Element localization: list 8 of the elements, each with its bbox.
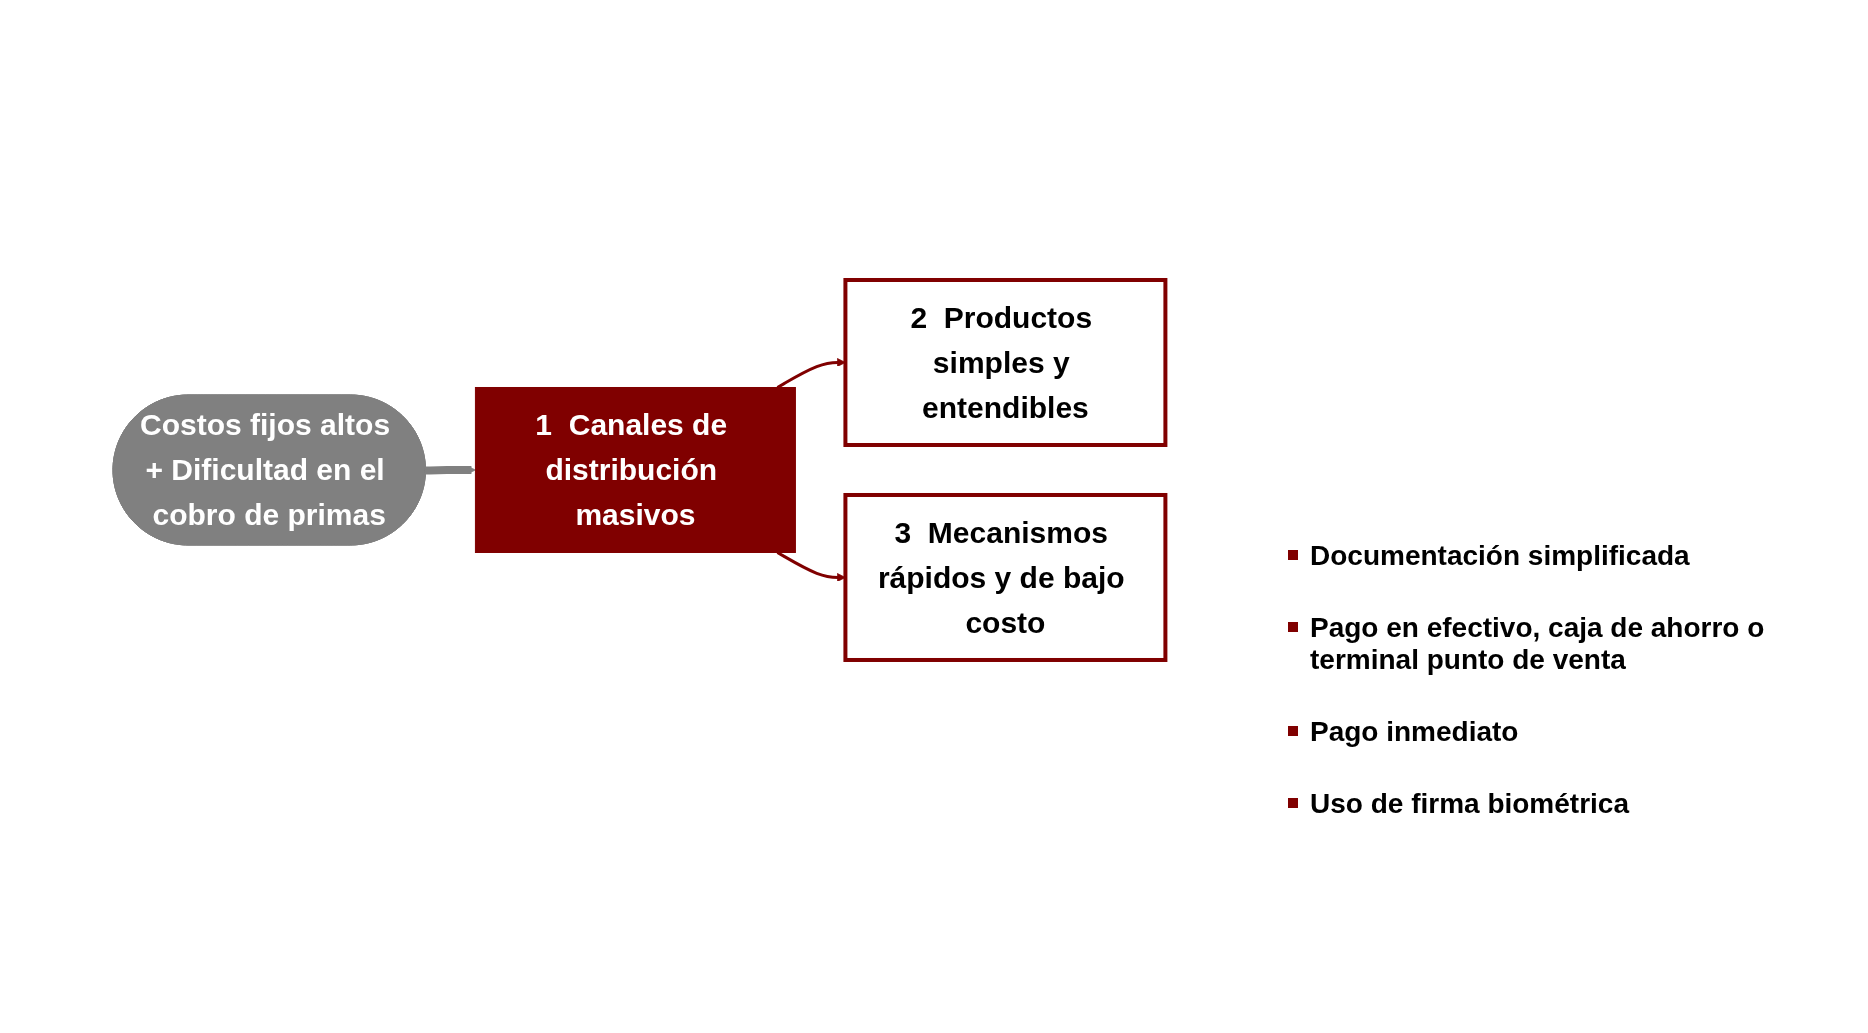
- bullet-text: Pago inmediato: [1310, 716, 1519, 748]
- arrow: [425, 465, 476, 475]
- node-box: 1 Canales de distribución masivos: [474, 387, 796, 553]
- bullet-text: Uso de firma biométrica: [1310, 788, 1629, 820]
- bullet-text: Pago en efectivo, caja de ahorro o terminal punto de venta: [1310, 612, 1766, 676]
- bullet-text: Documentación simplificada: [1310, 540, 1690, 572]
- node-box: 3 Mecanismos rápidos y de bajo costo: [843, 493, 1168, 662]
- node-box: 2 Productos simples y entendibles: [843, 278, 1168, 447]
